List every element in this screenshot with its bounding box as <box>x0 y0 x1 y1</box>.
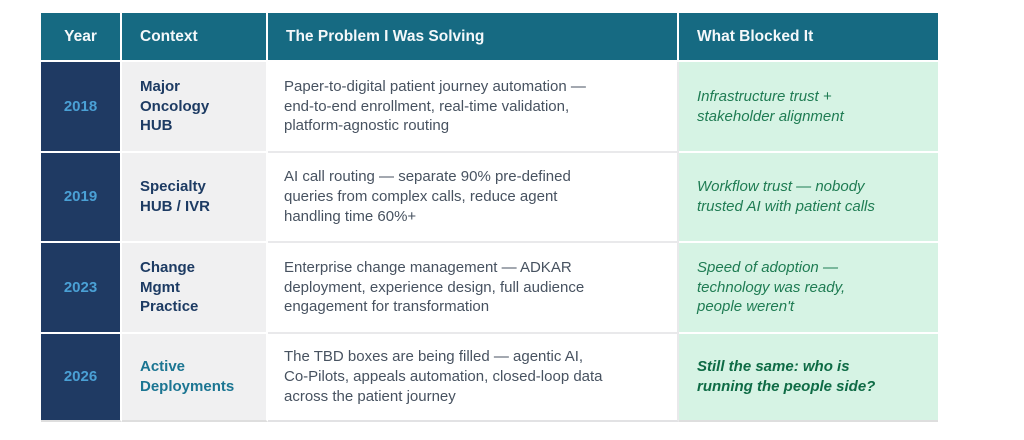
context-cell: Change Mgmt Practice <box>122 243 268 334</box>
context-cell: Active Deployments <box>122 334 268 422</box>
blocked-cell: Still the same: who is running the peopl… <box>679 334 938 422</box>
timeline-table-container: Year Context The Problem I Was Solving W… <box>41 13 938 422</box>
header-cell-year: Year <box>41 13 122 62</box>
table-row-2018: 2018 Major Oncology HUB Paper-to-digital… <box>41 62 938 153</box>
timeline-table: Year Context The Problem I Was Solving W… <box>41 13 938 422</box>
table-header-row: Year Context The Problem I Was Solving W… <box>41 13 938 62</box>
problem-cell: The TBD boxes are being filled — agentic… <box>268 334 679 422</box>
context-cell: Major Oncology HUB <box>122 62 268 153</box>
blocked-cell: Speed of adoption — technology was ready… <box>679 243 938 334</box>
table-row-2019: 2019 Specialty HUB / IVR AI call routing… <box>41 153 938 243</box>
problem-cell: Enterprise change management — ADKAR dep… <box>268 243 679 334</box>
blocked-cell: Infrastructure trust + stakeholder align… <box>679 62 938 153</box>
problem-cell: AI call routing — separate 90% pre-defin… <box>268 153 679 243</box>
header-cell-problem: The Problem I Was Solving <box>268 13 679 62</box>
year-cell: 2018 <box>41 62 122 153</box>
table-row-2026: 2026 Active Deployments The TBD boxes ar… <box>41 334 938 422</box>
problem-cell: Paper-to-digital patient journey automat… <box>268 62 679 153</box>
year-cell: 2023 <box>41 243 122 334</box>
header-cell-blocked: What Blocked It <box>679 13 938 62</box>
year-cell: 2019 <box>41 153 122 243</box>
table-row-2023: 2023 Change Mgmt Practice Enterprise cha… <box>41 243 938 334</box>
header-cell-context: Context <box>122 13 268 62</box>
context-cell: Specialty HUB / IVR <box>122 153 268 243</box>
year-cell: 2026 <box>41 334 122 422</box>
blocked-cell: Workflow trust — nobody trusted AI with … <box>679 153 938 243</box>
